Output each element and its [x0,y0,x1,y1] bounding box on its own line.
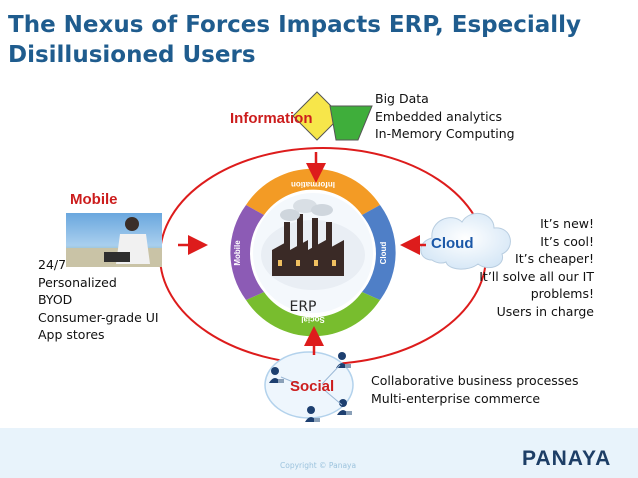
mobile-item: BYOD [38,292,73,307]
social-list: Collaborative business processes Multi-e… [371,372,579,407]
mobile-label: Mobile [70,191,118,208]
cloud-item: It’s new! [540,216,594,231]
cloud-item: It’s cheaper! [515,251,594,266]
ring-segment-information [246,168,380,215]
cloud-list: It’s new! It’s cool! It’s cheaper! It’ll… [440,215,594,320]
cloud-item: It’ll solve all our IT [479,268,594,284]
ring-label-mobile: Mobile [233,240,242,266]
information-list: Big Data Embedded analytics In-Memory Co… [375,90,515,143]
cloud-item: problems! [530,286,594,301]
erp-label: ERP [289,299,316,315]
person-icon [269,367,284,383]
information-icon [292,91,373,141]
mobile-photo [66,213,162,267]
person-icon [337,399,352,415]
mobile-item: Consumer-grade UI [38,309,159,325]
copyright-text: Copyright © Panaya [280,461,357,470]
social-label: Social [290,378,335,395]
social-item: Multi-enterprise commerce [371,390,541,406]
mobile-list: 24/7 Personalized BYOD Consumer-grade UI… [38,256,159,344]
information-label: Information [230,110,313,127]
slide-title: The Nexus of Forces Impacts ERP, Especia… [8,10,628,70]
ring-label-cloud: Cloud [379,242,388,265]
cloud-item: Users in charge [496,303,594,319]
panaya-logo-text: PANAYA [522,447,612,470]
ring-segment-cloud [362,205,396,300]
social-illustration [264,351,354,422]
ring-segment-mobile [230,205,264,300]
factory-illustration [261,199,365,290]
mobile-item: 24/7 [38,257,67,272]
cloud-label: Cloud [431,235,474,252]
footer-bar [0,428,638,478]
cloud-shape [420,213,511,270]
ring-label-social: Social [301,315,325,324]
person-icon [305,406,320,422]
ring-segment-social [246,292,380,337]
mobile-item: App stores [38,327,105,342]
information-item: Embedded analytics [375,108,503,124]
title-line-2: Disillusioned Users [8,42,256,68]
ring-label-information: Information [291,180,335,189]
information-item: In-Memory Computing [375,126,515,141]
title-line-1: The Nexus of Forces Impacts ERP, Especia… [8,12,581,38]
mobile-item: Personalized [38,274,117,290]
information-item: Big Data [375,91,429,106]
cloud-item: It’s cool! [540,233,594,249]
social-item: Collaborative business processes [371,373,579,388]
